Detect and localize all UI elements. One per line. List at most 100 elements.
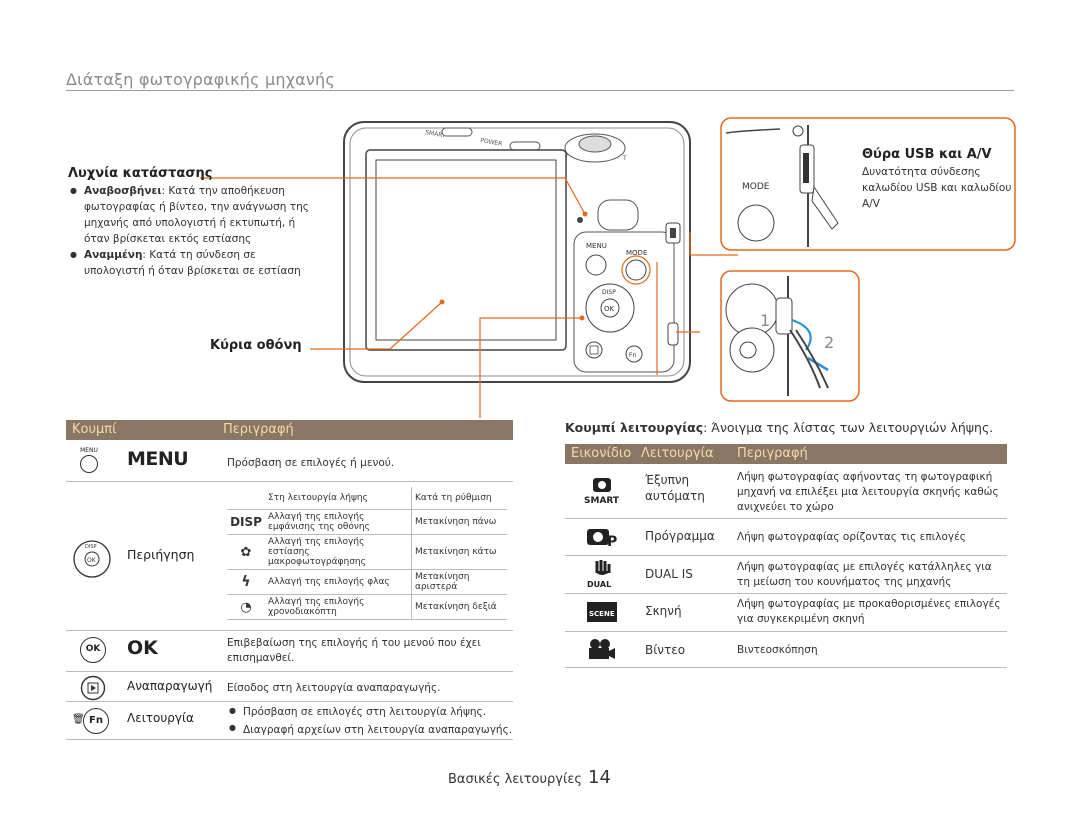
playback-label: Αναπαραγωγή [127,679,213,693]
smart-label: SMART [425,129,447,140]
right-table-header: Εικονίδιο Λειτουργία Περιγραφή [565,444,1007,464]
fn-button-icon: Fn [83,708,109,734]
fn-label: Fn [629,352,636,359]
svg-text:DISP: DISP [85,544,97,550]
nav-action: Μετακίνηση πάνω [411,509,507,535]
nav-action: Μετακίνηση αριστερά [411,569,507,595]
function-desc: Πρόσβαση σε επιλογές στη λειτουργία λήψη… [227,703,517,738]
svg-text:P: P [607,534,617,548]
status-lamp-blink: Αναβοσβήνει: Κατά την αποθήκευση φωτογρα… [68,183,313,247]
svg-text:OK: OK [87,557,97,564]
nav-function: Αλλαγή της επιλογής φλας [265,569,412,595]
strap-step-1: 1 [760,311,770,330]
thumb-grip [597,199,639,231]
col-mode-description: Περιγραφή [737,446,808,461]
mode-button-detail [737,204,775,242]
usb-port-desc: Δυνατότητα σύνδεσης καλωδίου USB και καλ… [862,166,1012,210]
nav-function: Αλλαγή της επιλογής εστίασης μακροφωτογρ… [265,534,412,570]
scene-icon: SCENE [587,602,617,622]
col-icon: Εικονίδιο [571,446,632,461]
function-label: Λειτουργία [127,711,194,725]
smart-button[interactable] [441,127,473,137]
status-lamp [577,217,583,223]
movie-icon [589,639,615,659]
mode-desc: Λήψη φωτογραφίας με επιλογές κατάλληλες … [737,561,992,588]
ok-button[interactable] [600,298,620,318]
svg-text:DUAL: DUAL [587,580,611,589]
nav-action: Κατά τη ρύθμιση [411,487,507,510]
playback-desc: Είσοδος στη λειτουργία αναπαραγωγής. [227,682,441,694]
navigation-label: Περιήγηση [127,547,195,562]
menu-row-desc: Πρόσβαση σε επιλογές ή μενού. [227,457,395,469]
mode-desc: Λήψη φωτογραφίας με προκαθορισμένες επιλ… [737,598,1001,625]
fn-button[interactable] [625,345,643,363]
smart-auto-icon: SMART [584,478,620,506]
mode-name: Σκηνή [645,604,682,618]
ok-button-icon: OK [80,637,106,663]
menu-button[interactable] [585,254,607,276]
ok-row-desc: Επιβεβαίωση της επιλογής ή του μενού που… [227,637,481,664]
nav-function: Αλλαγή της επιλογής χρονοδιακόπτη [265,594,412,620]
strap-detail: 1 2 [720,270,860,402]
shutter-button[interactable] [578,135,612,153]
svg-text:SCENE: SCENE [589,610,615,618]
mode-row-dual-is: DUAL DUAL IS Λήψη φωτογραφίας με επιλογέ… [565,557,1007,593]
page-title: Διάταξη φωτογραφικής μηχανής [66,70,335,89]
page-number: 14 [588,767,611,788]
main-screen-title: Κύρια οθόνη [210,338,302,353]
status-lamp-title: Λυχνία κατάστασης [68,166,213,181]
usb-port-detail: MODE [720,117,1016,251]
mode-name: Πρόγραμμα [645,529,715,543]
mode-name: Έξυπνη αυτόματη [645,473,705,503]
title-divider [66,90,1014,91]
disp-label: DISP [602,289,616,296]
blank-icon [227,487,265,510]
mode-desc: Λήψη φωτογραφίας ορίζοντας τις επιλογές [737,531,966,543]
nav-function: Στη λειτουργία λήψης [265,487,412,510]
timer-icon: ◔ [227,594,265,620]
status-lamp-on: Αναμμένη: Κατά τη σύνδεση σε υπολογιστή … [68,247,313,279]
mode-desc: Βιντεοσκόπηση [737,644,818,656]
mode-row-movie: Βίντεο Βιντεοσκόπηση [565,633,1007,667]
mode-name: Βίντεο [645,643,686,657]
footer-section: Βασικές λειτουργίες [448,772,582,787]
main-screen [375,159,557,341]
playback-icon [80,675,106,701]
zoom-t-label: T [622,155,627,162]
left-table-header: Κουμπί Περιγραφή [66,420,513,440]
navigation-button-icon: OK DISP [73,540,111,578]
macro-icon: ✿ [227,534,265,570]
function-desc-1: Πρόσβαση σε επιλογές στη λειτουργία λήψη… [227,703,517,720]
strap-eyelet [667,322,679,346]
col-mode: Λειτουργία [641,446,714,461]
mode-label-detail: MODE [742,182,770,192]
nav-subtable-row: ✿Αλλαγή της επιλογής εστίασης μακροφωτογ… [227,534,507,570]
trash-icon: 🗑 [72,714,85,725]
col-description: Περιγραφή [223,422,294,437]
col-button: Κουμπί [72,422,117,437]
menu-row-icon: MENU [80,447,98,473]
status-lamp-list: Αναβοσβήνει: Κατά την αποθήκευση φωτογρα… [68,183,313,279]
ok-label: OK [604,305,615,313]
camera-back-illustration: SMART POWER W T MENU MODE OK DISP Fn [343,121,691,383]
mode-button-caption: Κουμπί λειτουργίας: Άνοιγμα της λίστας τ… [565,420,994,435]
ok-row-label: OK [127,637,158,659]
flash-icon: ϟ [227,569,265,595]
usb-port-title: Θύρα USB και A/V [862,147,992,162]
mode-row-program: P Πρόγραμμα Λήψη φωτογραφίας ορίζοντας τ… [565,520,1007,554]
nav-function: Αλλαγή της επιλογής εμφάνισης της οθόνης [265,509,412,535]
mode-row-scene: SCENE Σκηνή Λήψη φωτογραφίας με προκαθορ… [565,595,1007,629]
mode-button[interactable] [625,259,647,281]
function-desc-2: Διαγραφή αρχείων στη λειτουργία αναπαραγ… [227,720,517,738]
nav-action: Μετακίνηση δεξιά [411,594,507,620]
page-footer: Βασικές λειτουργίες 14 [448,767,611,788]
menu-label: MENU [586,242,607,250]
mode-row-smart: SMART Έξυπνη αυτόματη Λήψη φωτογραφίας α… [565,466,1007,518]
dual-is-icon: DUAL [587,560,611,589]
